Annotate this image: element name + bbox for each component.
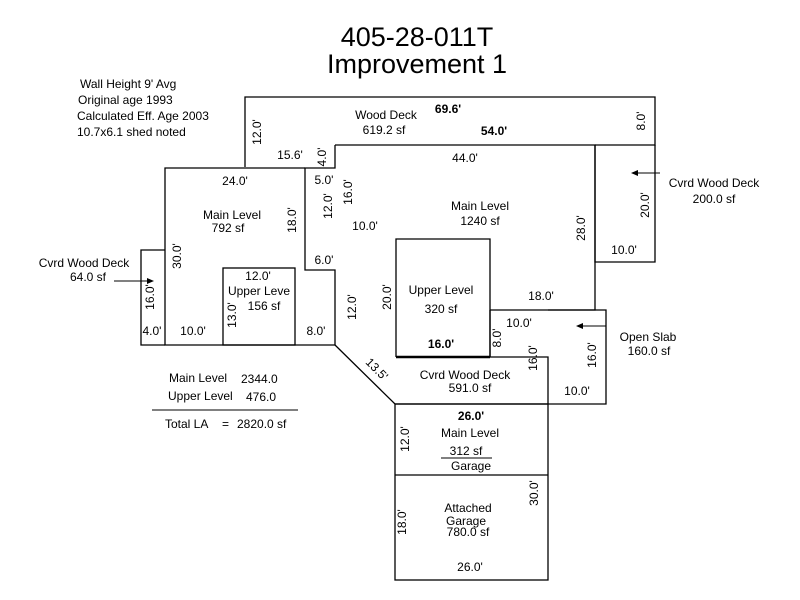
cvrd-deck-bottom-area: 591.0 sf (449, 381, 492, 395)
garage-outline (394, 403, 549, 581)
dim-16-0-deck: 16.0' (526, 345, 540, 371)
dim-69-6: 69.6' (435, 102, 461, 116)
upper-level-center-walls (395, 238, 491, 357)
dim-18-0-garage: 18.0' (395, 509, 409, 535)
dim-13-5: 13.5' (363, 355, 391, 383)
cvrd-deck-left-label: Cvrd Wood Deck (39, 256, 130, 270)
dim-8-0-deck: 8.0' (490, 329, 504, 348)
dim-12-0-center: 12.0' (345, 294, 359, 320)
note-wall-height: Wall Height 9' Avg (80, 77, 176, 91)
summary-upper-level-label: Upper Level (168, 389, 233, 403)
upper-level-left-label: Upper Leve (228, 284, 290, 298)
cvrd-deck-right-label: Cvrd Wood Deck (669, 176, 760, 190)
dim-20-0-upper: 20.0' (380, 284, 394, 310)
dim-4-0-bottom: 4.0' (143, 324, 162, 338)
summary-total-label: Total LA (165, 417, 208, 431)
dim-26-0-bottom: 26.0' (457, 560, 483, 574)
dim-12-0-deck: 12.0' (250, 119, 264, 145)
dim-12-0-garage: 12.0' (398, 426, 412, 452)
dim-4-0-top: 4.0' (315, 148, 329, 167)
cvrd-deck-left-area: 64.0 sf (70, 270, 107, 284)
note-effective-age: Calculated Eff. Age 2003 (77, 109, 209, 123)
dim-8-0-bottom: 8.0' (307, 324, 326, 338)
main-level-left-area: 792 sf (212, 221, 245, 235)
dim-18-0-left: 18.0' (285, 207, 299, 233)
dim-10-0-inner: 10.0' (352, 219, 378, 233)
main-level-west-wall (304, 145, 336, 345)
dim-16-0-upper: 16.0' (428, 337, 454, 351)
main-level-left-label: Main Level (203, 208, 261, 222)
upper-level-left-area: 156 sf (248, 299, 281, 313)
dim-18-0-center: 18.0' (528, 289, 554, 303)
cvrd-deck-bottom-east (489, 310, 549, 404)
dim-16-0-left: 16.0' (143, 284, 157, 310)
improvement-title: Improvement 1 (327, 49, 507, 79)
dim-16-0-slab: 16.0' (585, 342, 599, 368)
cvrd-deck-bottom-label: Cvrd Wood Deck (420, 368, 511, 382)
arrow-head-cvrd-deck-right (631, 170, 638, 176)
cvrd-deck-right-area: 200.0 sf (693, 192, 736, 206)
dim-13-0: 13.0' (225, 302, 239, 328)
dim-16-0-inner: 16.0' (341, 179, 355, 205)
open-slab-label: Open Slab (620, 330, 677, 344)
summary-main-level-value: 2344.0 (241, 372, 278, 386)
parcel-number: 405-28-011T (341, 22, 494, 52)
summary-total-eq: = (222, 417, 229, 431)
garage-main-level-area: 312 sf (450, 444, 483, 458)
arrow-head-open-slab (576, 323, 583, 329)
upper-level-center-area: 320 sf (425, 302, 458, 316)
open-slab-outline (548, 309, 607, 405)
dim-15-6: 15.6' (277, 148, 303, 162)
dim-26-0-top: 26.0' (458, 409, 484, 423)
wood-deck-label: Wood Deck (355, 108, 418, 122)
dim-12-0-inner: 12.0' (321, 193, 335, 219)
dim-24-0: 24.0' (222, 174, 248, 188)
dim-30-0-left: 30.0' (170, 243, 184, 269)
arrow-head-cvrd-deck-left (147, 278, 154, 284)
upper-level-center-label: Upper Level (409, 283, 474, 297)
summary-total-value: 2820.0 sf (237, 417, 287, 431)
dim-8-0-top: 8.0' (634, 112, 648, 131)
note-shed: 10.7x6.1 shed noted (77, 125, 186, 139)
dim-30-0-garage: 30.0' (527, 480, 541, 506)
dim-10-0-bottom: 10.0' (180, 324, 206, 338)
attached-garage-area: 780.0 sf (447, 525, 490, 539)
dim-44-0: 44.0' (452, 151, 478, 165)
wood-deck-outline (244, 96, 656, 167)
dim-10-0-slab-bottom: 10.0' (564, 384, 590, 398)
note-original-age: Original age 1993 (78, 93, 173, 107)
summary-upper-level-value: 476.0 (246, 390, 276, 404)
dim-10-0-slab: 10.0' (506, 316, 532, 330)
dim-5-0: 5.0' (315, 173, 334, 187)
dim-28-0: 28.0' (574, 215, 588, 241)
wood-deck-area: 619.2 sf (363, 123, 406, 137)
dim-20-0-cvrd: 20.0' (638, 192, 652, 218)
summary-main-level-label: Main Level (169, 371, 227, 385)
cvrd-deck-right-outline (594, 145, 656, 263)
garage-main-level-sub: Garage (451, 459, 491, 473)
garage-main-level-label: Main Level (441, 426, 499, 440)
dim-54-0: 54.0' (481, 124, 507, 138)
dim-6-0: 6.0' (315, 253, 334, 267)
attached-garage-label-1: Attached (444, 501, 491, 515)
upper-level-left-outline (222, 267, 296, 346)
main-level-right-label: Main Level (451, 199, 509, 213)
dim-10-0-cvrd: 10.0' (611, 243, 637, 257)
open-slab-area: 160.0 sf (628, 344, 671, 358)
main-level-left-outline (164, 167, 335, 346)
main-level-right-area: 1240 sf (460, 214, 500, 228)
dim-12-0-upper: 12.0' (245, 269, 271, 283)
cvrd-deck-left-outline (140, 249, 165, 346)
attached-garage-label-2: Garage (446, 514, 486, 528)
